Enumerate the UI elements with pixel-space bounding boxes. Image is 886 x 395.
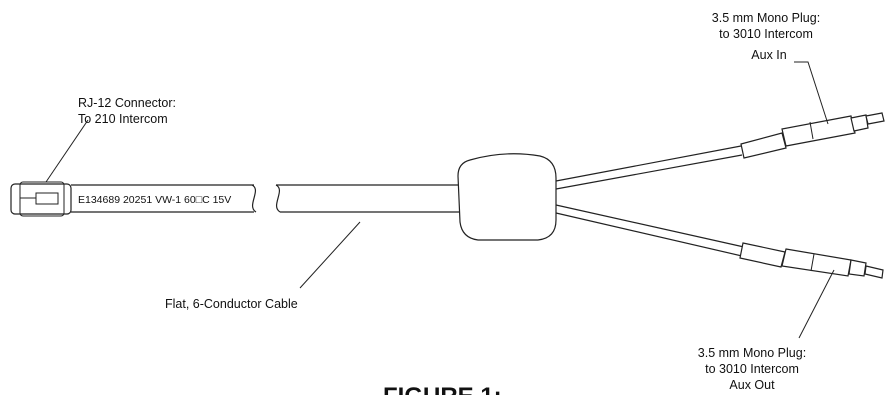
branch-aux-out: [555, 204, 884, 279]
branch-bottom-lower: [555, 212, 743, 257]
rj12-body: [10, 183, 72, 215]
aux-out-strain-relief: [739, 242, 786, 268]
flat-cable-right: [275, 184, 460, 213]
rj12-outline: [19, 181, 65, 217]
aux-in-grip-line: [809, 121, 814, 140]
aux-out-label-line1: 3.5 mm Mono Plug:: [698, 346, 806, 360]
splitter-molding: [457, 153, 557, 241]
flat-cable-label: Flat, 6-Conductor Cable: [165, 297, 298, 311]
aux-out-tip: [864, 265, 884, 279]
aux-out-grip-line: [810, 253, 815, 272]
aux-out-plug-body: [781, 248, 852, 277]
rj12-label-line2: To 210 Intercom: [78, 112, 168, 126]
figure-title: FIGURE 1:: [383, 383, 502, 395]
branch-bottom-upper: [555, 204, 745, 248]
cable-break-left: [251, 184, 257, 213]
aux-in-label-line3: Aux In: [751, 48, 786, 62]
cable-break-right: [275, 184, 281, 213]
flat-cable-left: [71, 184, 257, 213]
cable-jacket-print: E134689 20251 VW-1 60□C 15V: [78, 194, 231, 206]
branch-top-lower: [555, 154, 743, 190]
aux-out-label-line2: to 3010 Intercom: [705, 362, 799, 376]
rj12-label-line1: RJ-12 Connector:: [78, 96, 176, 110]
aux-in-label-line1: 3.5 mm Mono Plug:: [712, 11, 820, 25]
aux-in-label-line2: to 3010 Intercom: [719, 27, 813, 41]
leader-rj12: [45, 119, 89, 183]
aux-in-collar: [850, 114, 869, 132]
aux-in-strain-relief: [740, 132, 787, 159]
leader-aux-out: [798, 269, 835, 339]
aux-out-label-line3: Aux Out: [729, 378, 775, 392]
aux-in-plug-body: [781, 115, 856, 147]
aux-out-collar: [848, 259, 867, 277]
leader-flat-cable: [299, 221, 361, 289]
rj12-connector: [10, 181, 72, 217]
leader-aux-in: [794, 61, 829, 125]
aux-in-tip: [865, 112, 885, 125]
branch-aux-in: [555, 112, 885, 190]
branch-top-upper: [555, 145, 742, 182]
